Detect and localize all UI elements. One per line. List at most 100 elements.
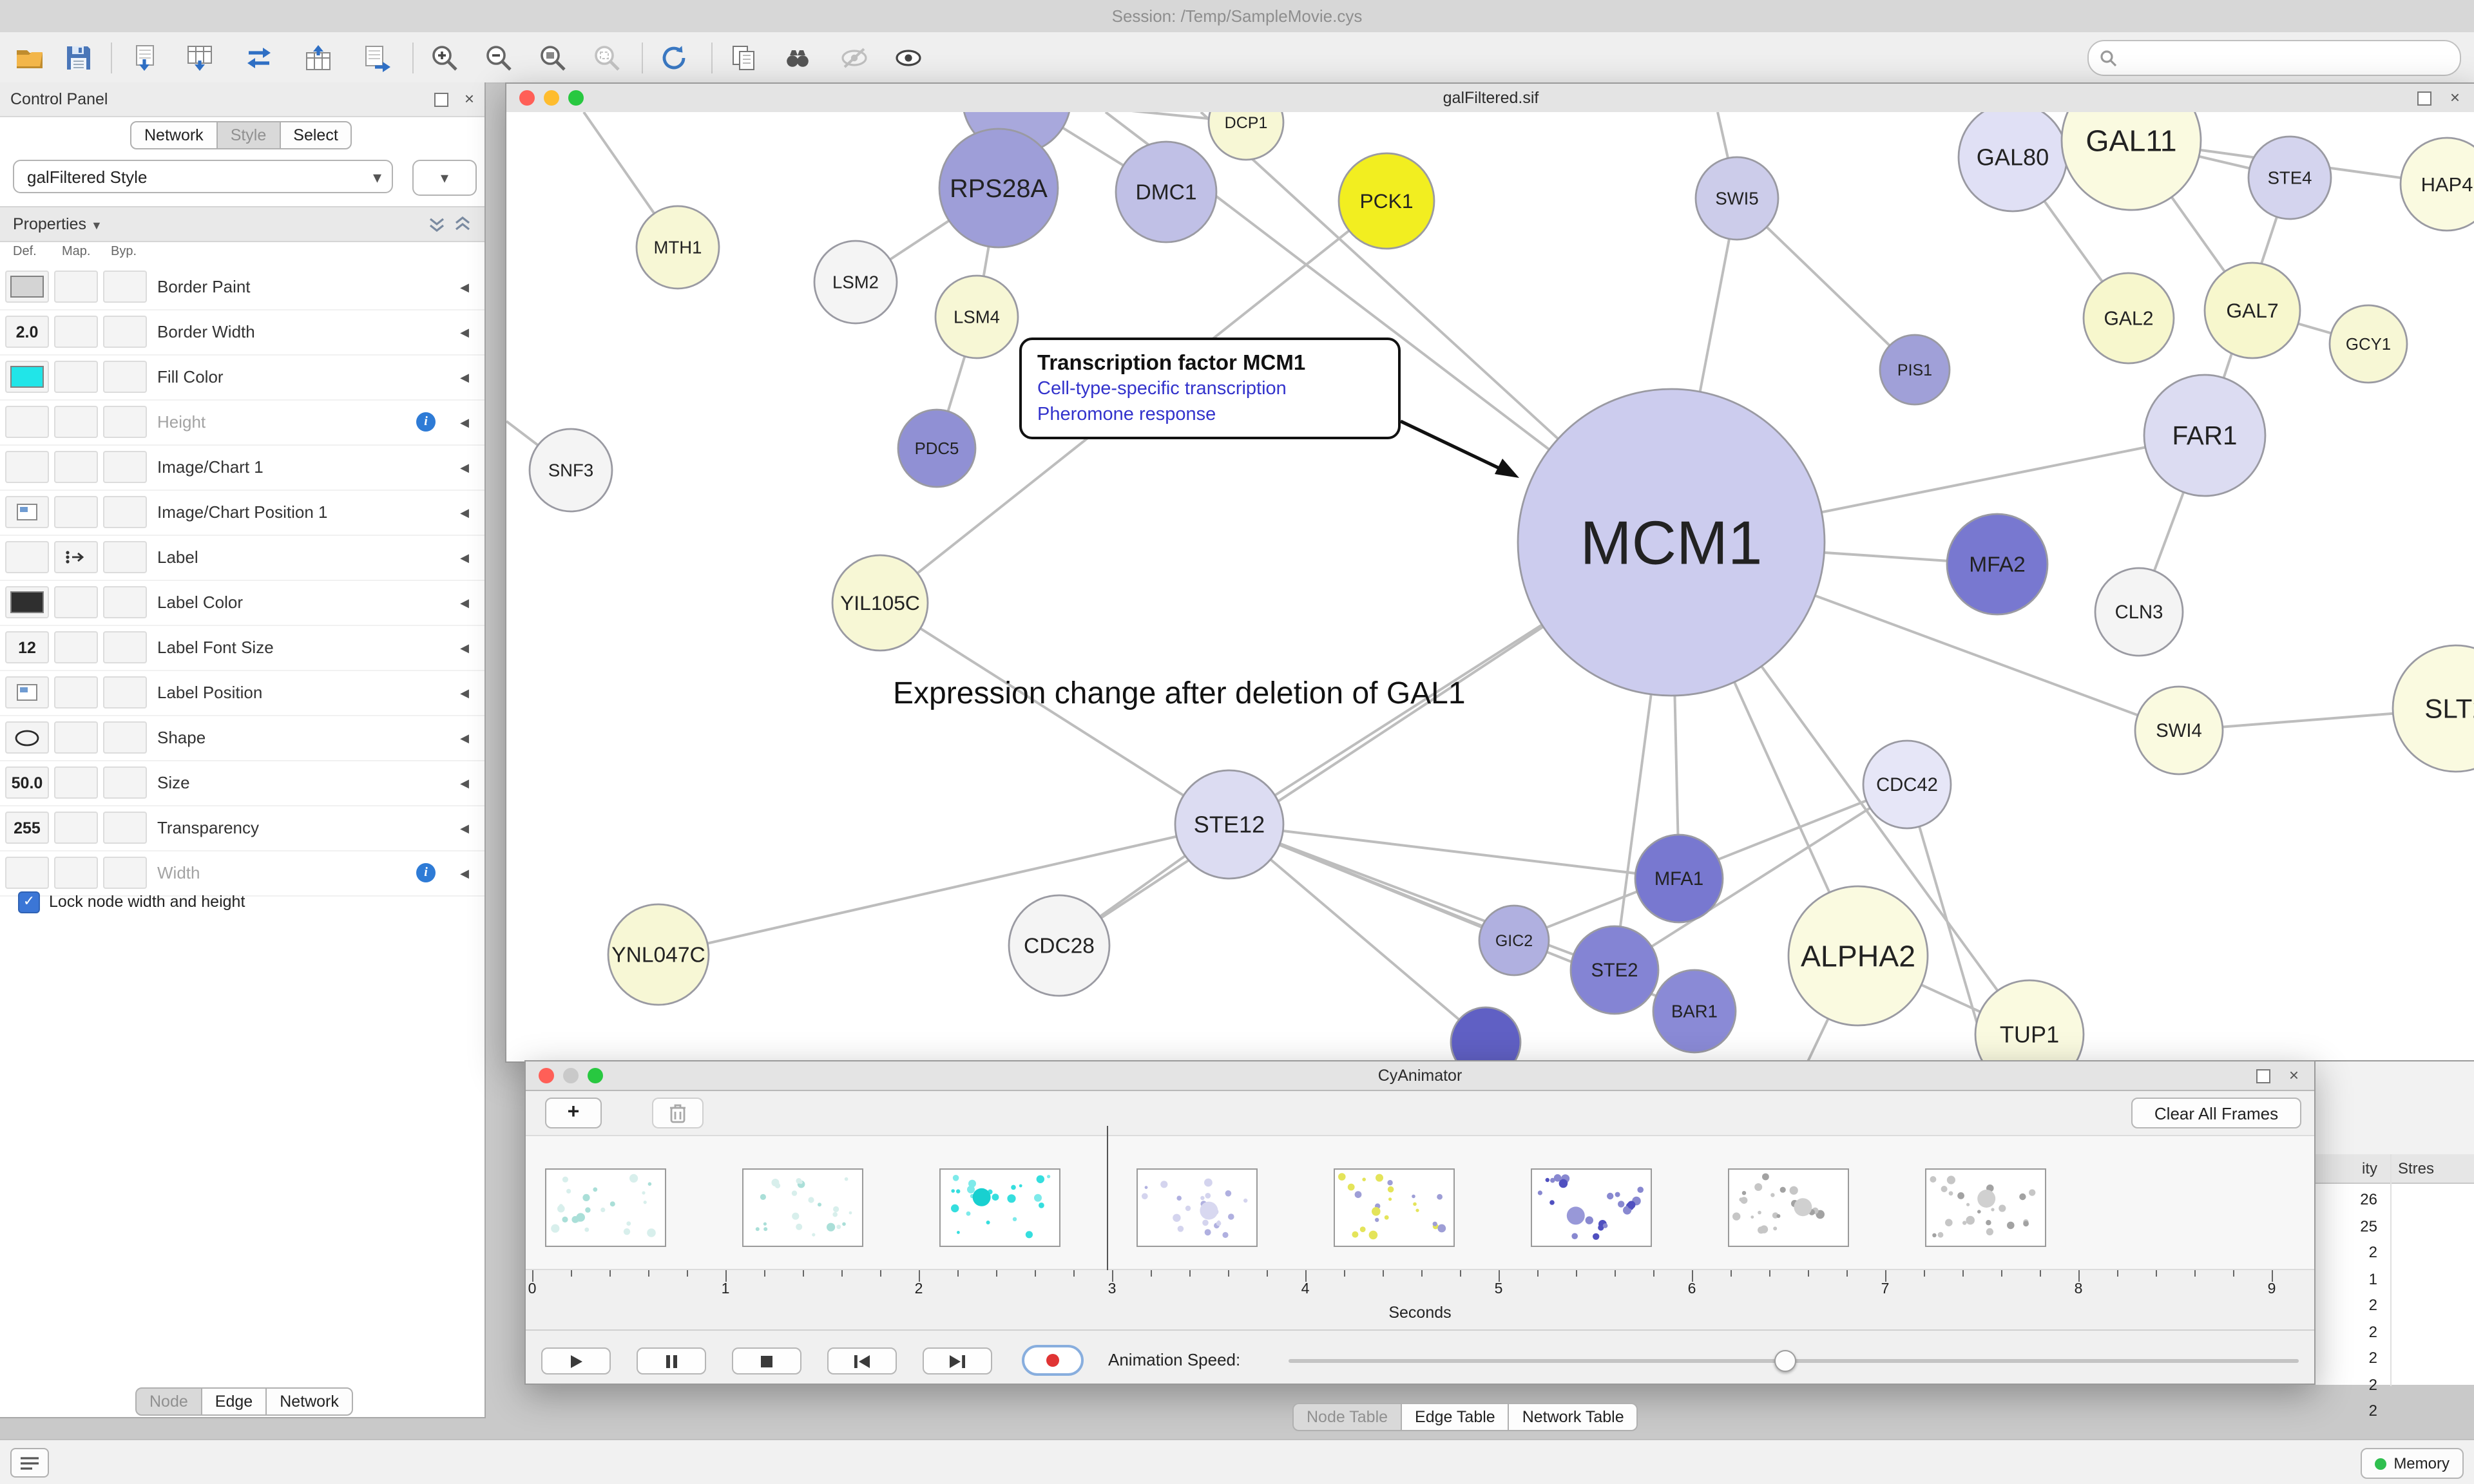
map-value-cell[interactable]: [54, 316, 98, 348]
byp-value-cell[interactable]: [103, 631, 147, 663]
play-button[interactable]: [541, 1347, 611, 1375]
table-cell-value[interactable]: 2: [2368, 1296, 2377, 1314]
zoom-selected-button[interactable]: [588, 39, 626, 77]
close-window-icon[interactable]: ×: [2288, 1065, 2299, 1085]
map-value-cell[interactable]: [54, 631, 98, 663]
expand-row-arrow-icon[interactable]: ◀: [460, 371, 469, 384]
frame-thumbnail-4[interactable]: [1334, 1168, 1455, 1247]
byp-value-cell[interactable]: [103, 406, 147, 438]
property-row-label[interactable]: Label◀: [0, 536, 484, 581]
expand-row-arrow-icon[interactable]: ◀: [460, 596, 469, 609]
expand-row-arrow-icon[interactable]: ◀: [460, 416, 469, 429]
network-node-ste4[interactable]: STE4: [2247, 135, 2332, 220]
table-cell-value[interactable]: 1: [2368, 1270, 2377, 1288]
network-node-bar1[interactable]: BAR1: [1652, 969, 1737, 1054]
close-traffic-light[interactable]: [519, 90, 535, 106]
map-value-cell[interactable]: [54, 406, 98, 438]
expand-row-arrow-icon[interactable]: ◀: [460, 777, 469, 790]
collapse-all-icon[interactable]: [454, 215, 472, 233]
byp-value-cell[interactable]: [103, 857, 147, 889]
search-field[interactable]: [2087, 40, 2461, 76]
network-node-gal11[interactable]: GAL11: [2060, 112, 2202, 211]
network-node-ste2[interactable]: STE2: [1569, 925, 1660, 1015]
network-node-tup1[interactable]: TUP1: [1974, 979, 2085, 1061]
def-value-cell[interactable]: 2.0: [5, 316, 49, 348]
frame-thumbnail-3[interactable]: [1136, 1168, 1258, 1247]
network-node-cdc42[interactable]: CDC42: [1862, 739, 1952, 830]
map-value-cell[interactable]: [54, 766, 98, 799]
float-window-icon[interactable]: [2256, 1069, 2270, 1083]
property-row-fill-color[interactable]: Fill Color◀: [0, 356, 484, 401]
network-node-dmc1[interactable]: DMC1: [1115, 140, 1218, 243]
def-value-cell[interactable]: [5, 451, 49, 483]
network-node-swi4[interactable]: SWI4: [2134, 685, 2224, 775]
open-session-button[interactable]: [10, 39, 49, 77]
close-traffic-light[interactable]: [539, 1068, 554, 1083]
property-row-label-position[interactable]: Label Position◀: [0, 671, 484, 716]
network-node-gal7[interactable]: GAL7: [2203, 262, 2301, 359]
column-header[interactable]: Stres: [2398, 1159, 2435, 1177]
timeline-playhead[interactable]: [1106, 1126, 1108, 1270]
byp-value-cell[interactable]: [103, 496, 147, 528]
byp-value-cell[interactable]: [103, 721, 147, 754]
def-value-cell[interactable]: 50.0: [5, 766, 49, 799]
map-value-cell[interactable]: [54, 721, 98, 754]
table-cell-value[interactable]: 2: [2368, 1243, 2377, 1261]
animation-speed-knob[interactable]: [1774, 1350, 1797, 1372]
tab-node[interactable]: Node: [135, 1387, 202, 1416]
network-node-snf3[interactable]: SNF3: [528, 428, 613, 513]
search-input[interactable]: [2125, 44, 2452, 72]
hide-selected-button[interactable]: [835, 39, 874, 77]
map-value-cell[interactable]: [54, 361, 98, 393]
record-button[interactable]: [1022, 1345, 1084, 1376]
network-node-dcp1[interactable]: DCP1: [1207, 112, 1285, 161]
clear-all-frames-button[interactable]: Clear All Frames: [2131, 1098, 2301, 1128]
frame-thumbnail-5[interactable]: [1531, 1168, 1652, 1247]
zoom-traffic-light[interactable]: [588, 1068, 603, 1083]
table-cell-value[interactable]: 25: [2360, 1217, 2377, 1235]
expand-row-arrow-icon[interactable]: ◀: [460, 687, 469, 699]
control-panel-header[interactable]: Control Panel ×: [0, 82, 484, 117]
map-value-cell[interactable]: [54, 812, 98, 844]
network-canvas[interactable]: RPS28BRPS28ADCP1DMC1PCK1SWI5GAL80GAL11ST…: [506, 112, 2474, 1061]
byp-value-cell[interactable]: [103, 676, 147, 709]
network-node-rps28a[interactable]: RPS28A: [938, 128, 1059, 249]
def-value-cell[interactable]: [5, 676, 49, 709]
tab-network[interactable]: Network: [130, 121, 218, 149]
annotation-link[interactable]: Cell-type-specific transcription: [1037, 379, 1287, 400]
def-value-cell[interactable]: [5, 541, 49, 573]
table-cell-value[interactable]: 2: [2368, 1349, 2377, 1367]
network-node-mfa2[interactable]: MFA2: [1946, 513, 2049, 616]
expand-row-arrow-icon[interactable]: ◀: [460, 732, 469, 745]
expand-row-arrow-icon[interactable]: ◀: [460, 867, 469, 880]
lock-size-checkbox[interactable]: ✓: [18, 891, 40, 913]
frame-thumbnail-2[interactable]: [939, 1168, 1060, 1247]
byp-value-cell[interactable]: [103, 812, 147, 844]
expand-all-icon[interactable]: [428, 215, 446, 233]
style-selector-dropdown[interactable]: galFiltered Style ▾: [13, 160, 393, 193]
network-node-hap4[interactable]: HAP4: [2399, 137, 2474, 232]
byp-value-cell[interactable]: [103, 766, 147, 799]
table-cell-value[interactable]: 2: [2368, 1375, 2377, 1393]
byp-value-cell[interactable]: [103, 316, 147, 348]
go-to-start-button[interactable]: [827, 1347, 897, 1375]
def-value-cell[interactable]: [5, 857, 49, 889]
property-row-shape[interactable]: Shape◀: [0, 716, 484, 761]
tab-node-table[interactable]: Node Table: [1292, 1403, 1403, 1431]
network-node-cdc28[interactable]: CDC28: [1008, 894, 1111, 997]
add-frame-button[interactable]: +: [545, 1098, 602, 1128]
export-table-button[interactable]: [299, 39, 338, 77]
zoom-fit-button[interactable]: [533, 39, 572, 77]
show-panels-button[interactable]: [10, 1448, 49, 1478]
properties-header[interactable]: Properties ▼: [0, 206, 484, 242]
import-network-button[interactable]: [124, 39, 162, 77]
network-node-alpha2[interactable]: ALPHA2: [1787, 885, 1929, 1027]
session-titlebar[interactable]: Session: /Temp/SampleMovie.cys: [0, 0, 2474, 33]
expand-row-arrow-icon[interactable]: ◀: [460, 642, 469, 654]
def-value-cell[interactable]: [5, 496, 49, 528]
